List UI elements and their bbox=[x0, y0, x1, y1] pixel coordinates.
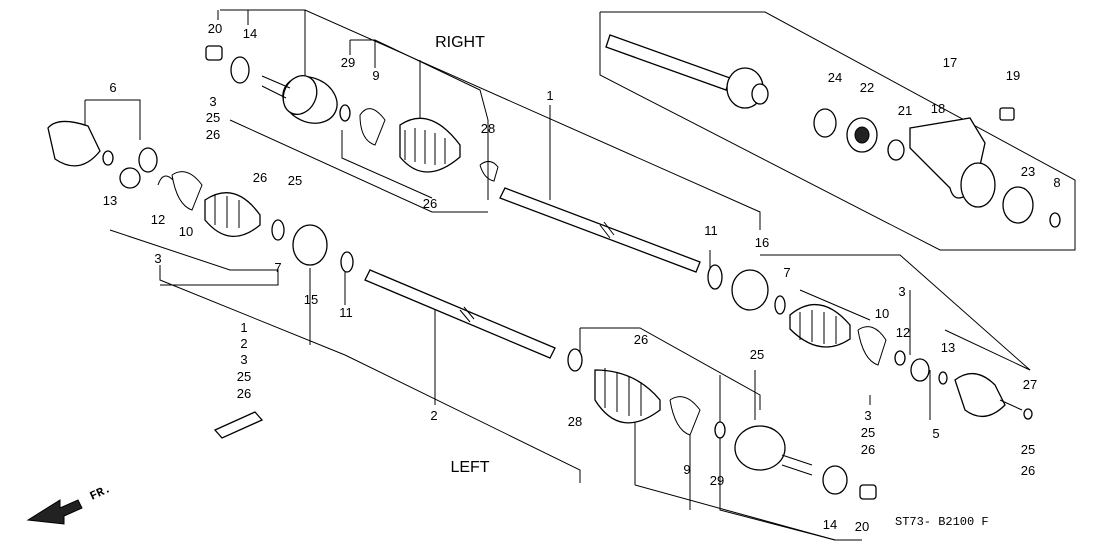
joint-kit-icon bbox=[213, 411, 264, 439]
callout-25: 25 bbox=[1021, 442, 1035, 457]
callout-28: 28 bbox=[481, 121, 495, 136]
callout-14: 14 bbox=[243, 26, 257, 41]
callout-25: 25 bbox=[750, 347, 764, 362]
left-title: LEFT bbox=[450, 459, 489, 476]
callout-7: 7 bbox=[783, 265, 790, 280]
callout-12: 12 bbox=[151, 212, 165, 227]
front-arrow: FR. bbox=[26, 482, 114, 525]
callout-26: 26 bbox=[1021, 463, 1035, 478]
callout-11: 11 bbox=[339, 305, 353, 320]
callout-15: 15 bbox=[304, 292, 318, 307]
key-26: 26 bbox=[237, 386, 251, 401]
callout-20: 20 bbox=[855, 519, 869, 534]
callout-8: 8 bbox=[1053, 175, 1060, 190]
leader-lines bbox=[84, 9, 1076, 541]
right-shaft-assembly bbox=[205, 45, 1033, 420]
callout-10: 10 bbox=[179, 224, 193, 239]
callout-24: 24 bbox=[828, 70, 842, 85]
callout-3: 3 bbox=[154, 251, 161, 266]
callout-13: 13 bbox=[103, 193, 117, 208]
callout-25: 25 bbox=[861, 425, 875, 440]
ring-icon bbox=[230, 56, 250, 84]
callout-7: 7 bbox=[274, 260, 281, 275]
callout-19: 19 bbox=[1006, 68, 1020, 83]
intermediate-shaft-group bbox=[605, 34, 1061, 228]
callout-27: 27 bbox=[1023, 377, 1037, 392]
spindle-nut-icon bbox=[205, 45, 223, 61]
callout-11: 11 bbox=[704, 223, 718, 238]
callout-16: 16 bbox=[755, 235, 769, 250]
key-3: 3 bbox=[240, 352, 247, 367]
front-label: FR. bbox=[88, 482, 114, 504]
callout-26: 26 bbox=[634, 332, 648, 347]
callout-20: 20 bbox=[208, 21, 222, 36]
key-25: 25 bbox=[237, 369, 251, 384]
callout-28: 28 bbox=[568, 414, 582, 429]
callout-25: 25 bbox=[288, 173, 302, 188]
callout-13: 13 bbox=[941, 340, 955, 355]
callout-12: 12 bbox=[896, 325, 910, 340]
key-1: 1 bbox=[240, 320, 247, 335]
callout-17: 17 bbox=[943, 55, 957, 70]
callout-1: 1 bbox=[546, 88, 553, 103]
callout-3: 3 bbox=[209, 94, 216, 109]
callout-21: 21 bbox=[898, 103, 912, 118]
callout-9: 9 bbox=[372, 68, 379, 83]
callout-29: 29 bbox=[710, 473, 724, 488]
callout-23: 23 bbox=[1021, 164, 1035, 179]
callout-26-spare: 26 bbox=[253, 170, 267, 185]
callout-2: 2 bbox=[430, 408, 437, 423]
callout-26: 26 bbox=[423, 196, 437, 211]
callout-3: 3 bbox=[898, 284, 905, 299]
key-2: 2 bbox=[240, 336, 247, 351]
left-shaft-assembly bbox=[47, 120, 877, 500]
callout-29: 29 bbox=[341, 55, 355, 70]
callout-5: 5 bbox=[932, 426, 939, 441]
callout-3: 3 bbox=[864, 408, 871, 423]
callout-10: 10 bbox=[875, 306, 889, 321]
callout-18: 18 bbox=[931, 101, 945, 116]
callout-6: 6 bbox=[109, 80, 116, 95]
callout-14: 14 bbox=[823, 517, 837, 532]
callout-26: 26 bbox=[206, 127, 220, 142]
callout-22: 22 bbox=[860, 80, 874, 95]
callout-labels: 20 14 3 25 26 25 29 9 28 26 1 6 13 12 10… bbox=[103, 21, 1061, 534]
callout-26: 26 bbox=[861, 442, 875, 457]
callout-25: 25 bbox=[206, 110, 220, 125]
callout-9: 9 bbox=[683, 462, 690, 477]
right-title: RIGHT bbox=[435, 34, 485, 51]
diagram-code: ST73- B2100 F bbox=[895, 515, 989, 529]
